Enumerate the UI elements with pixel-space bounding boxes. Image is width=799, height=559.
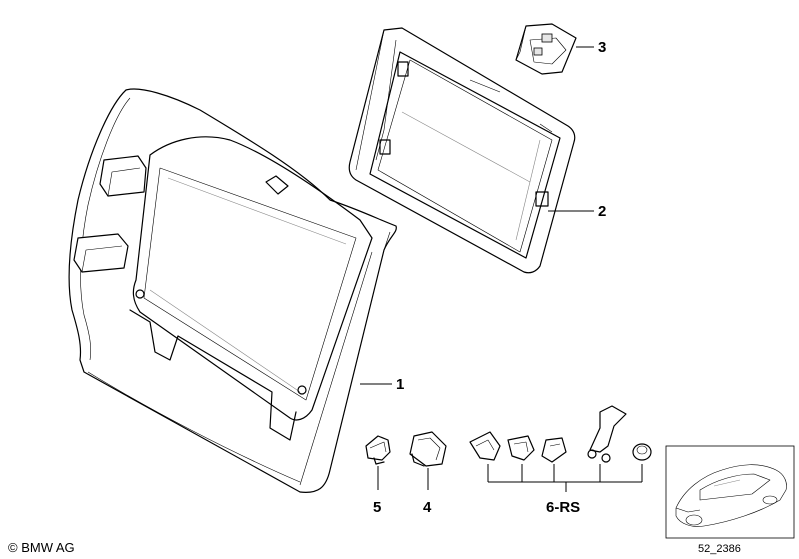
- repair-set-bracket-lines: [487, 464, 643, 492]
- rs-spring: [589, 405, 627, 453]
- part-2-backrest-frame[interactable]: [348, 27, 576, 274]
- copyright-text: © BMW AG: [8, 540, 75, 555]
- callout-3: 3: [598, 39, 606, 56]
- callout-4: 4: [423, 499, 432, 516]
- part-6-repair-set[interactable]: [469, 405, 652, 463]
- part-1-seat-backrest[interactable]: [68, 88, 397, 493]
- rs-clip-a: [469, 431, 501, 461]
- callout-1: 1: [396, 376, 404, 393]
- callout-6-rs: 6-RS: [546, 499, 580, 516]
- callout-5: 5: [373, 499, 381, 516]
- part-5-clip[interactable]: [365, 435, 391, 465]
- part-4-retainer[interactable]: [409, 431, 447, 467]
- rs-clip-b: [507, 435, 535, 461]
- callout-2: 2: [598, 203, 606, 220]
- diagram-ref: 52_2386: [698, 543, 741, 555]
- rs-clip-c: [541, 437, 567, 463]
- vehicle-thumbnail: [665, 445, 795, 539]
- rs-grommet: [632, 443, 652, 461]
- part-3-bracket[interactable]: [515, 23, 577, 75]
